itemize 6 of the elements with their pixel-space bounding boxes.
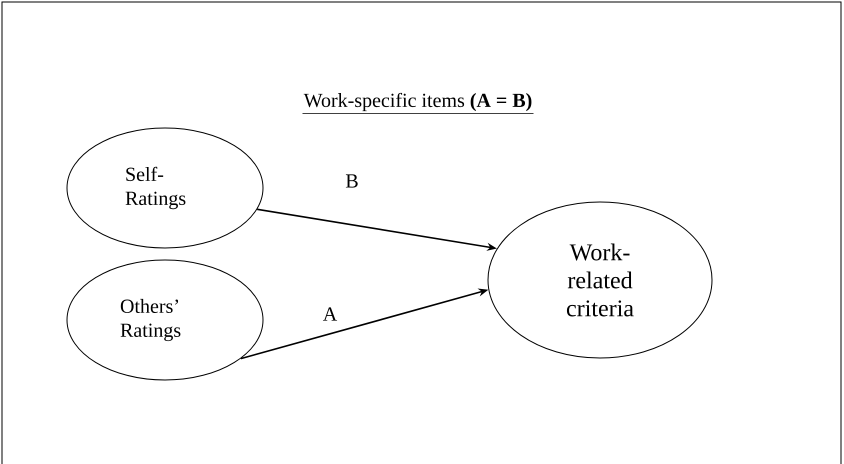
ellipse-node: Self- Ratings: [66, 128, 264, 248]
edge-label: B: [344, 173, 360, 189]
ellipse-node: Work- related criteria: [488, 202, 712, 358]
edge-label: A: [322, 306, 338, 322]
title: Work-specific items (A = B): [302, 92, 534, 114]
ellipse-node: Others’ Ratings: [66, 260, 264, 380]
